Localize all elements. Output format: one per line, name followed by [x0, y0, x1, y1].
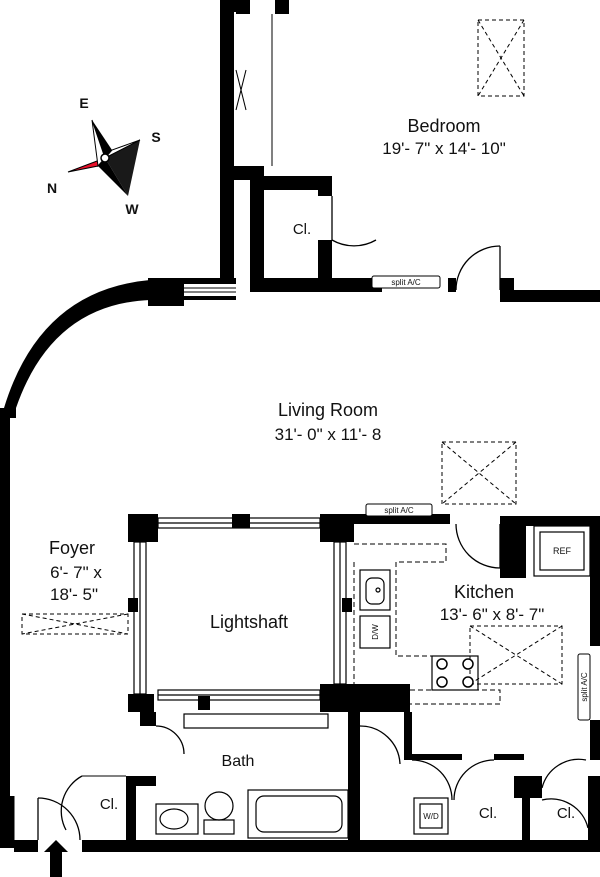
foyer-name: Foyer: [49, 538, 95, 558]
lightshaft-windows: [133, 517, 347, 701]
compass-north-label: N: [47, 180, 57, 196]
living-room-name: Living Room: [278, 400, 378, 420]
compass-west-label: W: [125, 201, 139, 217]
split-ac-units: [365, 275, 591, 721]
washer-dryer-label: W/D: [423, 812, 439, 821]
living-room-dims: 31'- 0" x 11'- 8: [275, 425, 382, 444]
bedroom-closet-label: Cl.: [293, 221, 311, 238]
living-window: [184, 287, 236, 293]
curved-window: [23, 291, 131, 381]
kitchen-closet-2-label: Cl.: [557, 805, 575, 822]
kitchen-fixtures: [359, 525, 591, 691]
dishwasher-label: D/W: [371, 624, 380, 640]
compass-east-label: E: [79, 95, 88, 111]
bath-fixtures: [155, 713, 449, 839]
curved-wall: [4, 280, 150, 408]
bedroom-window: [221, 14, 273, 166]
dashed-boxes: [21, 19, 563, 685]
split-ac-label-2: split A/C: [384, 506, 414, 515]
doors: [37, 196, 589, 841]
bedroom-name: Bedroom: [407, 116, 480, 136]
foyer-dims-line2: 18'- 5": [50, 585, 98, 604]
kitchen-name: Kitchen: [454, 582, 514, 602]
split-ac-label-1: split A/C: [391, 278, 421, 287]
kitchen-closet-1-label: Cl.: [479, 805, 497, 822]
kitchen-dims: 13'- 6" x 8'- 7": [440, 605, 545, 624]
bath-name: Bath: [222, 753, 255, 770]
entry-arrow-icon: [44, 840, 68, 877]
stove-burners: [436, 658, 474, 688]
split-ac-label-3: split A/C: [580, 672, 589, 702]
bedroom-dims: 19'- 7" x 14'- 10": [382, 139, 505, 158]
lightshaft-name: Lightshaft: [210, 612, 288, 632]
foyer-closet-walls: [13, 775, 126, 848]
compass-rose-icon: [67, 119, 141, 196]
foyer-closet-label: Cl.: [100, 796, 118, 813]
compass-south-label: S: [151, 129, 160, 145]
refrigerator-label: REF: [553, 546, 572, 556]
foyer-dims-line1: 6'- 7" x: [50, 563, 102, 582]
